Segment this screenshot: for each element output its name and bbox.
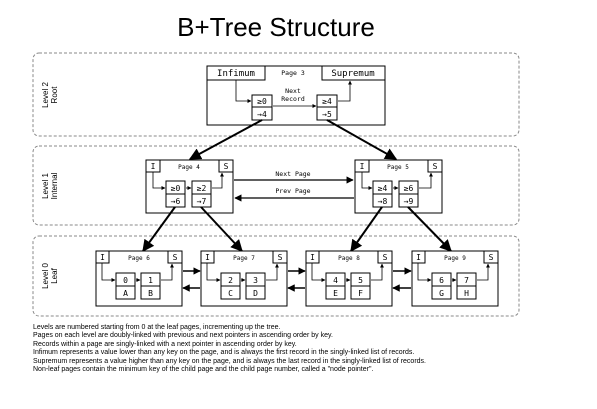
leaf-page-7-record-1-key: 3 (253, 276, 258, 285)
leaf-page-8-record-1-key: 5 (358, 276, 363, 285)
root-record-0-ptr: →4 (257, 110, 267, 119)
root-record-1-key: ≥4 (322, 97, 332, 106)
leaf-page-9-record-0-key: 6 (439, 276, 444, 285)
level-1-frame (32, 145, 520, 226)
leaf-page-6-record-0-val: A (123, 289, 128, 298)
diagram-title: B+Tree Structure (177, 12, 375, 42)
prev-page-label: Prev Page (275, 187, 310, 195)
leaf-page-9-record-0-val: G (439, 289, 444, 298)
leaf-page-6-record-1-val: B (148, 289, 153, 298)
level-1-label: Level 1 Internal (41, 172, 59, 199)
internal-page-4: I S Page 4 ≥0 →6 ≥2 →7 (145, 159, 234, 214)
root-next-record-line2: Record (281, 95, 305, 103)
leaf-page-8-infimum: I (310, 253, 315, 262)
note-line: Supremum represents a value higher than … (33, 357, 426, 365)
internal-page-4-record-1-key: ≥2 (197, 184, 207, 193)
note-line: Records within a page are singly-linked … (33, 340, 297, 348)
leaf-sibling-links (182, 267, 412, 292)
level-2-label: Level 2 Root (41, 82, 59, 108)
note-line: Pages on each level are doubly-linked wi… (33, 332, 333, 340)
leaf-page-7-infimum: I (205, 253, 210, 262)
leaf-page-9: I S Page 9 6 G 7 H (411, 250, 499, 307)
note-line: Infimum represents a value lower than an… (33, 349, 415, 357)
leaf-page-6-supremum: S (173, 253, 178, 262)
leaf-page-7-record-0-val: C (228, 289, 233, 298)
leaf-page-6-infimum: I (100, 253, 105, 262)
internal-page-4-infimum: I (151, 162, 156, 171)
leaf-page-8-record-0-val: E (333, 289, 338, 298)
internal-page-5-supremum: S (433, 162, 438, 171)
internal-page-5: I S Page 5 ≥4 →8 ≥6 →9 (354, 159, 443, 214)
leaf-page-8-number: Page 8 (338, 255, 360, 262)
leaf-page-6-number: Page 6 (128, 255, 150, 262)
note-line: Levels are numbered starting from 0 at t… (33, 324, 281, 331)
root-supremum-box (321, 65, 386, 81)
leaf-page-8-record-1-val: F (358, 289, 363, 298)
level-1-label-line2: Internal (50, 172, 59, 199)
note-line: Non-leaf pages contain the minimum key o… (33, 366, 374, 374)
root-page: Infimum Supremum Page 3 Next Record ≥0 →… (206, 65, 386, 126)
level-2-frame (32, 52, 520, 137)
root-record-1-ptr: →5 (322, 110, 332, 119)
diagram-notes: Levels are numbered starting from 0 at t… (33, 324, 593, 374)
leaf-page-9-infimum: I (416, 253, 421, 262)
next-page-label: Next Page (275, 170, 310, 178)
leaf-page-6-record-1-key: 1 (148, 276, 153, 285)
root-next-record-line1: Next (285, 87, 301, 95)
internal-page-5-record-1-key: ≥6 (404, 184, 414, 193)
internal-page-5-record-0-ptr: →8 (378, 197, 388, 206)
leaf-page-8-record-0-key: 4 (333, 276, 338, 285)
internal-page-4-record-0-ptr: →6 (171, 197, 181, 206)
internal-page-5-number: Page 5 (387, 164, 409, 171)
internal-page-4-record-0-key: ≥0 (171, 184, 181, 193)
leaf-page-9-number: Page 9 (444, 255, 466, 262)
leaf-page-7-number: Page 7 (233, 255, 255, 262)
leaf-page-8-supremum: S (383, 253, 388, 262)
internal-page-5-infimum: I (360, 162, 365, 171)
root-infimum-label: Infimum (217, 69, 255, 79)
leaf-page-7: I S Page 7 2 C 3 D (200, 250, 288, 307)
internal-page-4-record-1-ptr: →7 (197, 197, 207, 206)
leaf-page-6: I S Page 6 0 A 1 B (95, 250, 183, 307)
level-0-frame (32, 235, 520, 317)
level-0-label: Level 0 Leaf (41, 263, 59, 289)
level-2-label-line2: Root (50, 86, 59, 104)
level-2-label-line1: Level 2 (41, 82, 50, 108)
leaf-page-6-record-0-key: 0 (123, 276, 128, 285)
level-0-label-line1: Level 0 (41, 263, 50, 289)
root-page-number: Page 3 (281, 69, 305, 77)
leaf-page-7-record-0-key: 2 (228, 276, 233, 285)
level-0-label-line2: Leaf (50, 267, 59, 283)
leaf-page-9-record-1-key: 7 (464, 276, 469, 285)
root-record-0-key: ≥0 (257, 97, 267, 106)
leaf-page-7-record-1-val: D (253, 289, 258, 298)
level-1-label-line1: Level 1 (41, 173, 50, 199)
leaf-page-9-record-1-val: H (464, 289, 469, 298)
internal-page-5-record-0-key: ≥4 (378, 184, 388, 193)
internal-page-4-number: Page 4 (178, 164, 200, 171)
leaf-page-9-supremum: S (489, 253, 494, 262)
internal-page-5-record-1-ptr: →9 (404, 197, 414, 206)
internal-page-4-supremum: S (224, 162, 229, 171)
leaf-page-7-supremum: S (278, 253, 283, 262)
leaf-page-8: I S Page 8 4 E 5 F (305, 250, 393, 307)
root-supremum-label: Supremum (331, 69, 374, 79)
